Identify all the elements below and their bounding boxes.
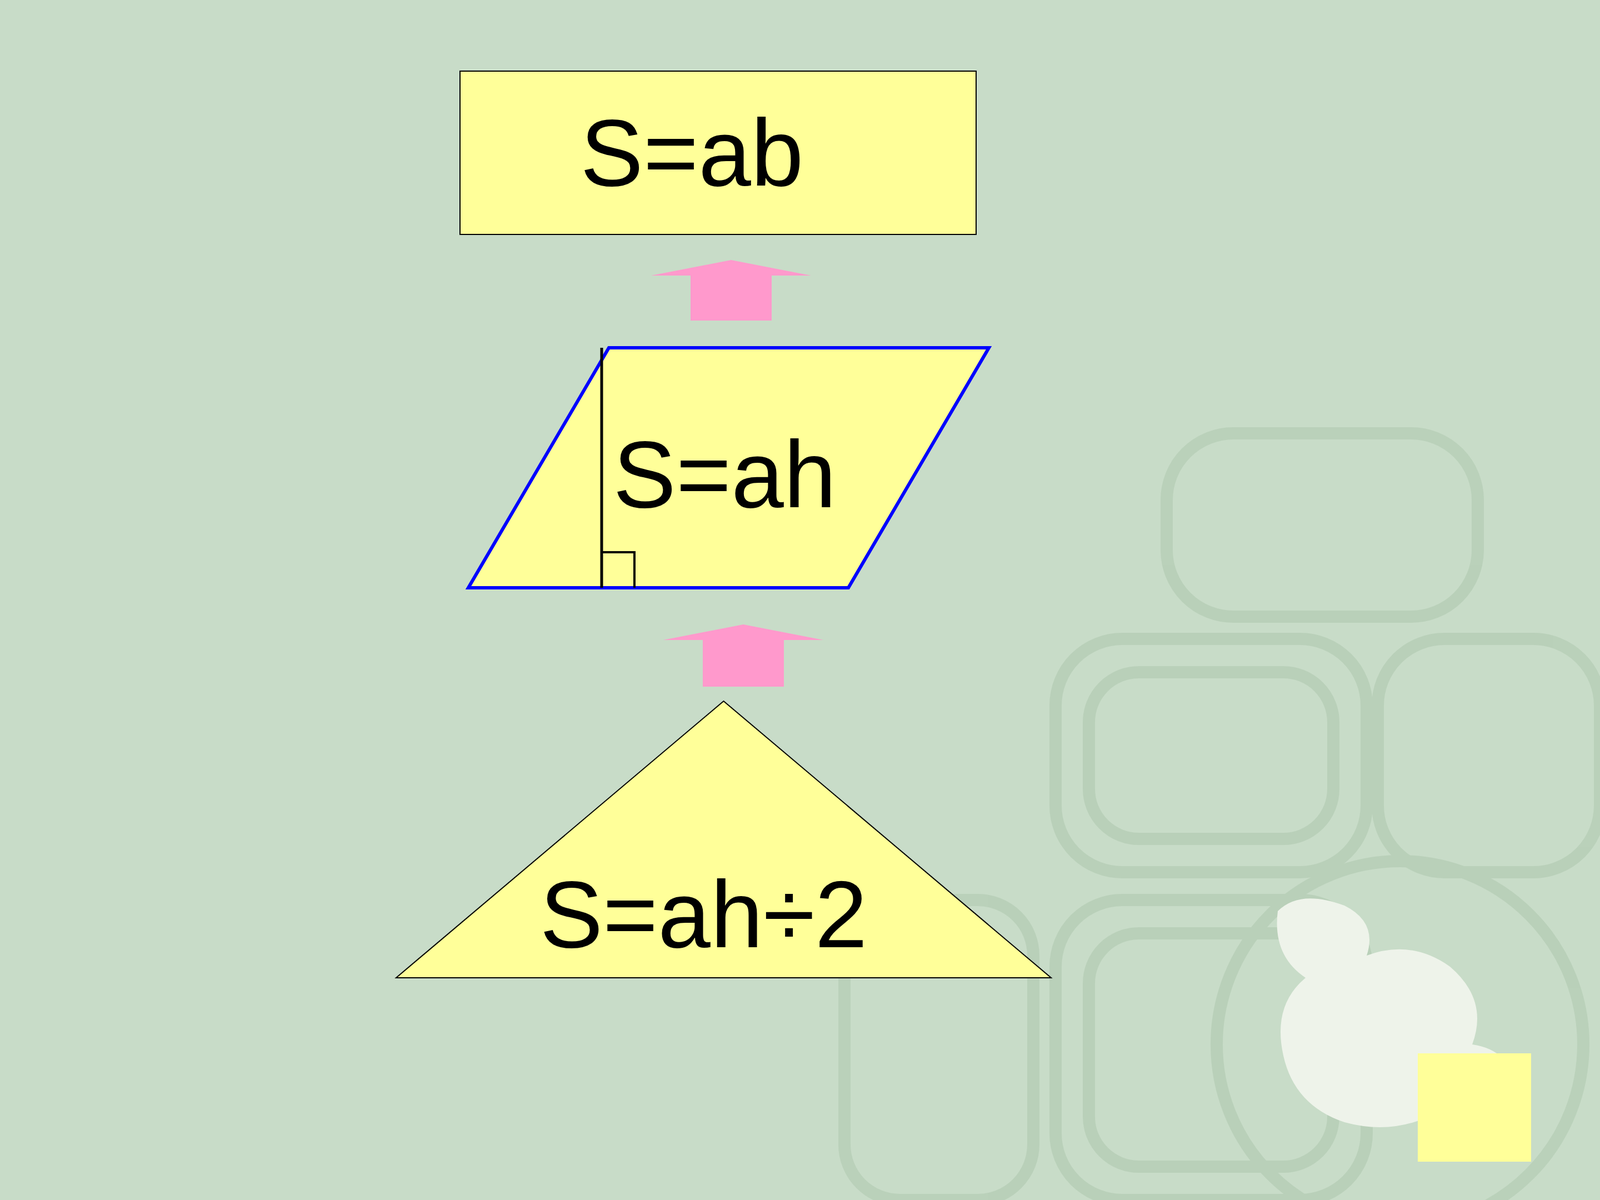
fret-pattern: [844, 433, 1600, 1200]
formula-text: S=ah÷2: [540, 862, 868, 967]
right-angle-mark: [601, 552, 635, 588]
parallelogram-box: S=ah: [468, 347, 989, 588]
triangle-fill: [396, 701, 1052, 978]
formula-text: S=ab: [580, 101, 804, 205]
corner-square: [1417, 1053, 1532, 1162]
triangle-box: S=ah÷2: [396, 701, 1052, 978]
block-arrow: [663, 624, 824, 687]
parallelogram-fill: [468, 347, 989, 588]
rectangle-box: S=ab: [459, 70, 977, 235]
rect-fill: [460, 71, 977, 235]
block-arrow: [651, 260, 812, 321]
formula-text: S=ah: [613, 422, 837, 527]
